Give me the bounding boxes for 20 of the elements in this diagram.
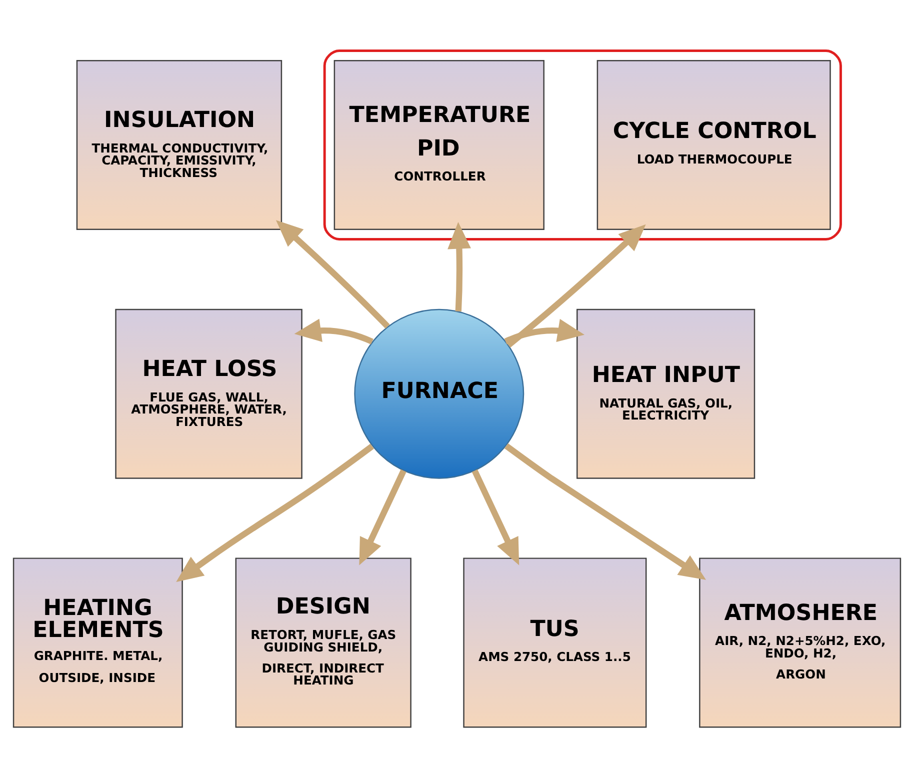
node-circle: FURNACE [354,308,524,479]
arrow [504,443,706,580]
node-box: TUS AMS 2750, CLASS 1..5 [463,558,647,728]
arrow [506,224,646,348]
node-box: INSULATION THERMAL CONDUCTIVITY, CAPACITY, EMISSIVITY, THICKNESS [76,60,282,230]
node-box: DESIGN RETORT, MUFLE, GAS GUIDING SHIELD, DIRECT, INDIRECT HEATING [235,558,412,728]
cluster [323,50,842,240]
node-box: CYCLE CONTROL LOAD THERMOCOUPLE [596,60,831,230]
arrow [359,469,406,566]
arrow [294,318,374,344]
node-box: HEAT LOSS FLUE GAS, WALL, ATMOSPHERE, WATER, FIXTURES [115,308,302,479]
node-box: HEATING ELEMENTS GRAPHITE. METAL, OUTSIDE, INSIDE [12,558,183,728]
node-box: TEMPERATURE PID CONTROLLER [334,60,544,230]
node-box: ATMOSHERE AIR, N2, N2+5%H2, EXO, ENDO, H2, ARGON [699,558,902,728]
node-box: HEAT INPUT NATURAL GAS, OIL, ELECTRICITY [576,308,756,479]
arrow [448,222,471,312]
arrow [276,220,390,329]
arrow [504,318,584,344]
arrow [472,469,520,566]
arrow [176,444,374,582]
